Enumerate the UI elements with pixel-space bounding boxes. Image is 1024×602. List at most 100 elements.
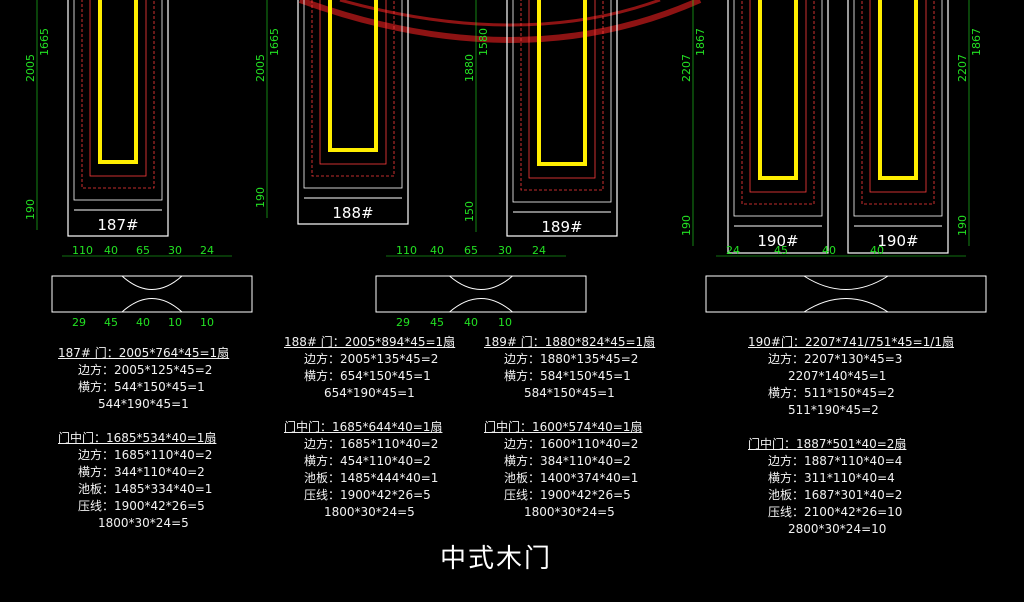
door-molding (528, 0, 596, 179)
spec-item: 边方：1880*135*45=2 (504, 352, 639, 366)
spec-item: 边方：2005*125*45=2 (78, 363, 213, 377)
spec-item: 511*190*45=2 (788, 403, 879, 417)
profile-dimension: 30 (168, 244, 182, 257)
door-frame (297, 0, 409, 225)
spec-heading: 门中门：1685*644*40=1扇 (284, 420, 443, 434)
dimension-label: 2005 (254, 54, 267, 82)
spec-line: 边方：1600*110*40=2 (484, 436, 655, 453)
spec-heading: 门中门：1685*534*40=1扇 (58, 431, 217, 445)
spec-item: 池板：1485*444*40=1 (304, 471, 439, 485)
dimension-label: 150 (463, 201, 476, 222)
spec-item: 2800*30*24=10 (788, 522, 887, 536)
spec-line: 1800*30*24=5 (284, 504, 455, 521)
profile-curve (121, 275, 183, 290)
spec-line: 横方：384*110*40=2 (484, 453, 655, 470)
spec-item: 压线：1900*42*26=5 (504, 488, 631, 502)
spec-item: 边方：2207*130*45=3 (768, 352, 903, 366)
profile-curve (449, 298, 513, 313)
profile-curve (803, 275, 889, 290)
spec-item: 压线：1900*42*26=5 (304, 488, 431, 502)
spec-line: 池板：1485*334*40=1 (58, 481, 229, 498)
spec-line: 188# 门：2005*894*45=1扇 (284, 334, 455, 351)
door-panel (537, 0, 587, 166)
dimension-label: 1580 (477, 28, 490, 56)
spec-line: 654*190*45=1 (284, 385, 455, 402)
spec-line: 门中门：1685*534*40=1扇 (58, 430, 229, 447)
spec-item: 1800*30*24=5 (524, 505, 615, 519)
spec-line: 189# 门：1880*824*45=1扇 (484, 334, 655, 351)
dimension-label: 2005 (24, 54, 37, 82)
spec-heading: 门中门：1600*574*40=1扇 (484, 420, 643, 434)
drawing-title: 中式木门 (440, 544, 553, 574)
spec-line: 190#门：2207*741/751*45=1/1扇 (748, 334, 954, 351)
spec-item: 横方：584*150*45=1 (504, 369, 631, 383)
spec-heading: 189# 门：1880*824*45=1扇 (484, 335, 656, 349)
profile-curve (121, 298, 183, 313)
spec-item: 2207*140*45=1 (788, 369, 887, 383)
profile-dimension: 24 (532, 244, 546, 257)
spec-item: 1800*30*24=5 (98, 516, 189, 530)
profile-dimension: 110 (396, 244, 417, 257)
profile-dimension: 10 (168, 316, 182, 329)
door-molding (81, 0, 155, 189)
profile-dimension: 10 (498, 316, 512, 329)
spec-line: 边方：1880*135*45=2 (484, 351, 655, 368)
spec-line: 544*190*45=1 (58, 396, 229, 413)
profile-dimension: 40 (430, 244, 444, 257)
profile-dimension: 110 (72, 244, 93, 257)
spec-item: 压线：2100*42*26=10 (768, 505, 903, 519)
spec-line: 边方：1685*110*40=2 (284, 436, 455, 453)
door-molding (89, 0, 147, 177)
spec-line: 2207*140*45=1 (748, 368, 954, 385)
profile-section (705, 275, 987, 313)
profile-curve (803, 298, 889, 313)
dimension-label: 2207 (680, 54, 693, 82)
door-inner-frame (73, 0, 163, 201)
dimension-label: 1867 (970, 28, 983, 56)
spec-item: 边方：2005*135*45=2 (304, 352, 439, 366)
door-inner-frame (853, 0, 943, 217)
door-number: 187# (97, 216, 138, 234)
spec-item: 584*150*45=1 (524, 386, 615, 400)
door-frame (506, 0, 618, 237)
spec-item: 横方：511*150*45=2 (768, 386, 895, 400)
dimension-label: 1867 (694, 28, 707, 56)
spec-line (58, 413, 229, 430)
dimension-label: 190 (24, 199, 37, 220)
spec-line: 池板：1485*444*40=1 (284, 470, 455, 487)
spec-heading: 187# 门：2005*764*45=1扇 (58, 346, 230, 360)
door-number: 190# (757, 232, 798, 250)
dimension-label: 1665 (38, 28, 51, 56)
spec-item: 横方：344*110*40=2 (78, 465, 205, 479)
door-frame (727, 0, 829, 254)
profile-dimension: 24 (726, 244, 740, 257)
door-molding (741, 0, 815, 205)
spec-line: 584*150*45=1 (484, 385, 655, 402)
door-number: 189# (541, 218, 582, 236)
profile-curve (449, 275, 513, 290)
spec-item: 池板：1485*334*40=1 (78, 482, 213, 496)
spec-line: 边方：2207*130*45=3 (748, 351, 954, 368)
spec-line: 压线：1900*42*26=5 (284, 487, 455, 504)
dimension-label: 190 (680, 215, 693, 236)
door-molding (520, 0, 604, 191)
door-frame (67, 0, 169, 237)
door-panel (758, 0, 798, 180)
spec-line: 1800*30*24=5 (58, 515, 229, 532)
spec-line: 压线：1900*42*26=5 (58, 498, 229, 515)
spec-line: 187# 门：2005*764*45=1扇 (58, 345, 229, 362)
door-number: 188# (332, 204, 373, 222)
dimension-label: 190 (956, 215, 969, 236)
spec-item: 池板：1687*301*40=2 (768, 488, 903, 502)
spec-line: 横方：584*150*45=1 (484, 368, 655, 385)
door-inner-frame (733, 0, 823, 217)
door-frame (847, 0, 949, 254)
spec-189: 189# 门：1880*824*45=1扇边方：1880*135*45=2 横方：… (484, 334, 655, 521)
door-inner-frame (512, 0, 612, 203)
spec-line: 池板：1400*374*40=1 (484, 470, 655, 487)
watermark-arc (298, 0, 702, 43)
spec-line: 门中门：1887*501*40=2扇 (748, 436, 954, 453)
spec-item: 横方：311*110*40=4 (768, 471, 895, 485)
